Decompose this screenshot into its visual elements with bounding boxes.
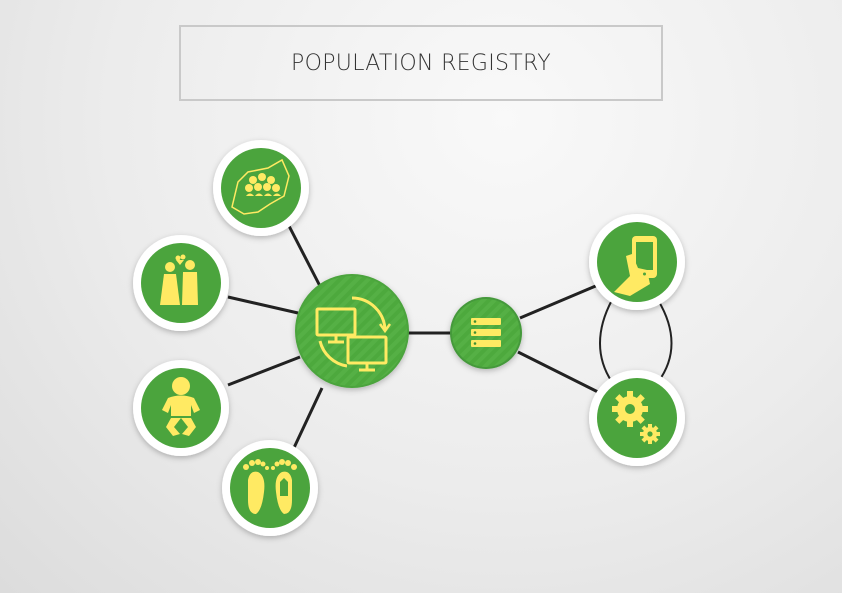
diagram-title-box: POPULATION REGISTRY [179,25,663,101]
baby-icon [162,377,200,436]
connector-footprints [290,387,324,453]
connector-population [286,223,324,291]
connector-birth [227,355,301,387]
footprints-node [222,440,318,536]
connector-marriage [227,295,299,315]
hub-node [295,274,409,388]
footprints-icon [243,459,297,514]
connector-server-settings [517,350,599,394]
connectors [227,223,673,453]
computers-sync-icon [315,296,392,372]
mobile-hand-icon [614,236,657,296]
wedding-couple-icon [160,254,198,305]
diagram-title: POPULATION REGISTRY [291,50,551,76]
connector-mobile-settings-loop [599,299,673,383]
gears-icon [612,391,660,444]
marriage-node [133,235,229,331]
connector-server-mobile [519,283,599,320]
server-icon [471,318,501,347]
population-map-icon [231,158,290,215]
